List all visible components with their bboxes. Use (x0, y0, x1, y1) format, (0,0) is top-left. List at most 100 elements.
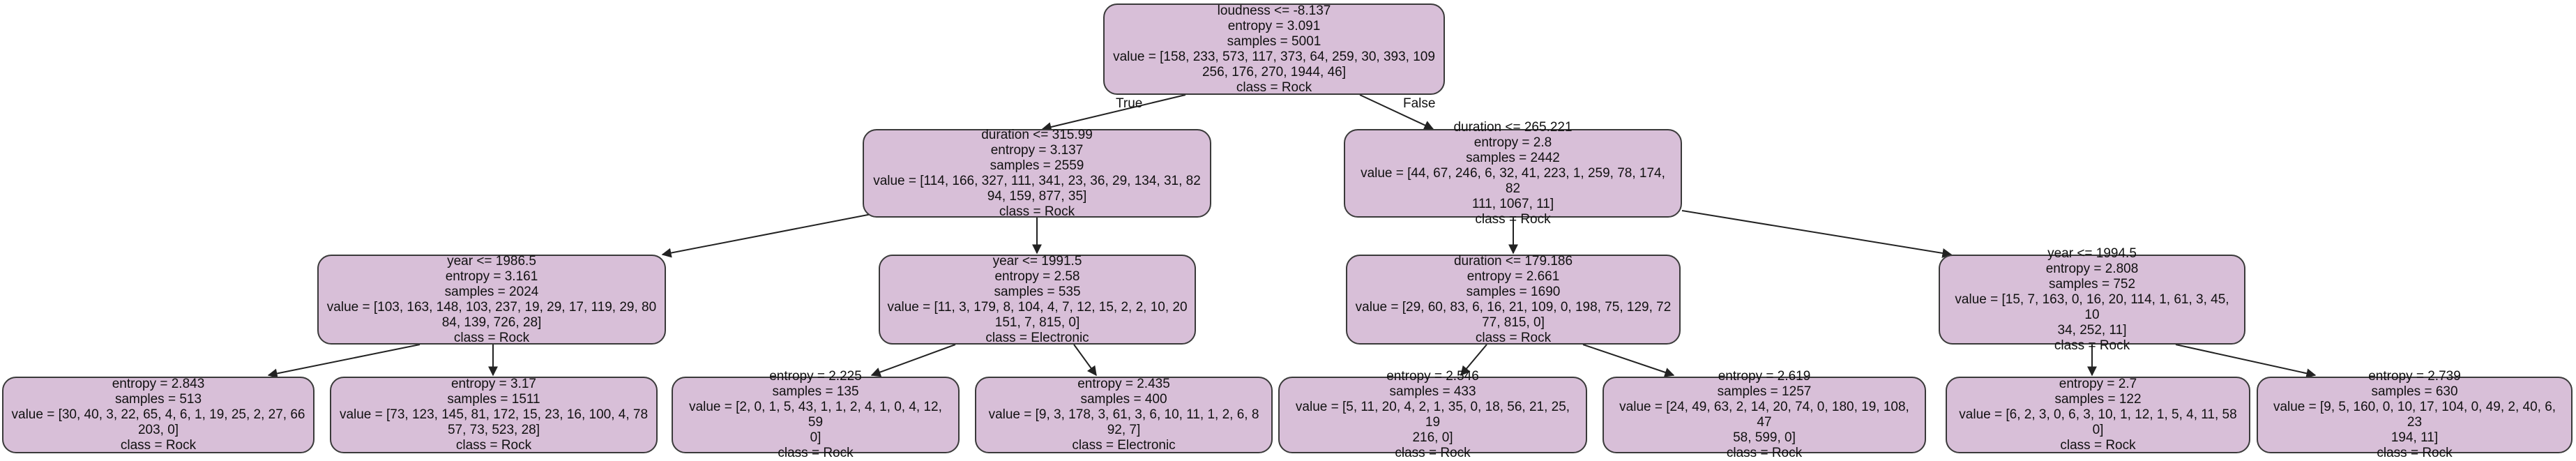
node-split: loudness <= -8.137 (1217, 3, 1331, 18)
edge-n4-l3 (870, 344, 956, 377)
tree-node-n2: duration <= 265.221 entropy = 2.8 sample… (1344, 120, 1682, 227)
node-entropy: entropy = 3.137 (990, 142, 1084, 158)
tree-leaf-l3: entropy = 2.225 samples = 135 value = [2… (672, 369, 960, 460)
node-samples: samples = 122 (2054, 392, 2142, 407)
node-class: class = Rock (2060, 438, 2136, 453)
tree-node-n3: year <= 1986.5 entropy = 3.161 samples =… (317, 253, 666, 345)
node-value: value = [2, 0, 1, 5, 43, 1, 1, 2, 4, 1, … (689, 400, 942, 430)
node-entropy: entropy = 2.435 (1077, 377, 1170, 391)
node-samples: samples = 2442 (1466, 150, 1560, 165)
node-class: class = Rock (1236, 80, 1312, 95)
node-samples: samples = 513 (114, 392, 202, 407)
node-value: value = [114, 166, 327, 111, 341, 23, 36… (873, 173, 1201, 188)
node-samples: samples = 1257 (1717, 384, 1812, 399)
node-value: value = [6, 2, 3, 0, 6, 3, 10, 1, 12, 1,… (1959, 407, 2237, 422)
node-value-cont: 84, 139, 726, 28] (441, 315, 542, 330)
node-split: year <= 1994.5 (2047, 245, 2137, 261)
node-value-cont: 34, 252, 11] (2057, 322, 2127, 338)
node-value-cont: 216, 0] (1412, 430, 1453, 445)
node-value: value = [5, 11, 20, 4, 2, 1, 35, 0, 18, … (1295, 400, 1570, 430)
node-value-cont: 256, 176, 270, 1944, 46] (1202, 64, 1346, 80)
node-samples: samples = 1511 (447, 392, 540, 407)
node-value: value = [24, 49, 63, 2, 14, 20, 74, 0, 1… (1619, 400, 1909, 430)
node-value: value = [11, 3, 179, 8, 104, 4, 7, 12, 1… (887, 299, 1188, 315)
node-value: value = [9, 3, 178, 3, 61, 3, 6, 10, 11,… (988, 407, 1259, 422)
node-entropy: entropy = 2.843 (112, 377, 205, 391)
node-samples: samples = 2024 (444, 284, 539, 299)
node-value: value = [29, 60, 83, 6, 16, 21, 109, 0, … (1355, 299, 1672, 315)
node-value: value = [9, 5, 160, 0, 10, 17, 104, 0, 4… (2273, 400, 2556, 430)
node-value-cont: 194, 11] (2391, 430, 2439, 445)
node-class: class = Rock (1475, 211, 1551, 227)
node-value-cont: 203, 0] (137, 423, 179, 437)
tree-leaf-l5: entropy = 2.546 samples = 433 value = [5… (1278, 369, 1587, 460)
tree-node-n1: duration <= 315.99 entropy = 3.137 sampl… (863, 127, 1211, 219)
node-value: value = [15, 7, 163, 0, 16, 20, 114, 1, … (1955, 292, 2229, 322)
tree-leaf-l7: entropy = 2.7 samples = 122 value = [6, … (1946, 377, 2250, 453)
edge-n2-n6 (1681, 210, 1953, 258)
node-entropy: entropy = 2.619 (1718, 369, 1811, 384)
node-value: value = [44, 67, 246, 6, 32, 41, 223, 1,… (1361, 165, 1665, 196)
tree-node-n4: year <= 1991.5 entropy = 2.58 samples = … (879, 253, 1196, 345)
node-class: class = Rock (1395, 446, 1471, 460)
edge-label-true: True (1116, 96, 1143, 111)
tree-node-n6: year <= 1994.5 entropy = 2.808 samples =… (1939, 246, 2245, 353)
node-samples: samples = 433 (1389, 384, 1476, 399)
node-samples: samples = 752 (2048, 276, 2136, 292)
node-value-cont: 0] (810, 430, 821, 445)
node-class: class = Rock (1726, 446, 1803, 460)
edge-label-false: False (1403, 96, 1436, 111)
node-class: class = Rock (453, 330, 530, 345)
node-samples: samples = 1690 (1466, 284, 1561, 299)
edge-n1-n3 (661, 212, 879, 258)
node-samples: samples = 135 (772, 384, 859, 399)
node-value: value = [73, 123, 145, 81, 172, 15, 23, … (339, 407, 649, 422)
node-samples: samples = 535 (994, 284, 1081, 299)
node-value: value = [103, 163, 148, 103, 237, 19, 29… (326, 299, 657, 315)
tree-leaf-l4: entropy = 2.435 samples = 400 value = [9… (975, 377, 1273, 453)
node-samples: samples = 2559 (990, 158, 1084, 173)
node-value-cont: 92, 7] (1107, 423, 1141, 437)
node-split: year <= 1991.5 (992, 253, 1082, 269)
edge-n5-l5 (1460, 344, 1487, 377)
node-class: class = Electronic (985, 330, 1089, 345)
node-class: class = Rock (778, 446, 854, 460)
tree-leaf-l6: entropy = 2.619 samples = 1257 value = [… (1603, 369, 1926, 460)
node-entropy: entropy = 2.661 (1467, 269, 1560, 284)
edge-n5-l6 (1582, 344, 1675, 377)
node-value: value = [30, 40, 3, 22, 65, 4, 6, 1, 19,… (11, 407, 305, 422)
node-class: class = Rock (2377, 446, 2453, 460)
node-split: duration <= 265.221 (1453, 119, 1573, 135)
node-value-cont: 0] (2092, 423, 2104, 437)
tree-leaf-l8: entropy = 2.739 samples = 630 value = [9… (2257, 369, 2573, 460)
node-entropy: entropy = 2.546 (1386, 369, 1479, 384)
node-entropy: entropy = 2.58 (994, 269, 1080, 284)
node-split: year <= 1986.5 (447, 253, 536, 269)
node-entropy: entropy = 2.225 (769, 369, 862, 384)
edge-n3-l1 (267, 344, 421, 379)
tree-node-n5: duration <= 179.186 entropy = 2.661 samp… (1346, 253, 1681, 345)
tree-leaf-l2: entropy = 3.17 samples = 1511 value = [7… (330, 377, 658, 453)
node-class: class = Electronic (1072, 438, 1176, 453)
node-class: class = Rock (455, 438, 532, 453)
node-value-cont: 151, 7, 815, 0] (994, 315, 1080, 330)
node-value-cont: 94, 159, 877, 35] (987, 188, 1087, 204)
tree-leaf-l1: entropy = 2.843 samples = 513 value = [3… (2, 377, 315, 453)
edge-root-n2 (1359, 94, 1434, 130)
node-class: class = Rock (999, 204, 1075, 219)
node-value-cont: 111, 1067, 11] (1471, 196, 1554, 211)
tree-node-root: loudness <= -8.137 entropy = 3.091 sampl… (1103, 3, 1445, 95)
node-class: class = Rock (120, 438, 197, 453)
node-entropy: entropy = 3.17 (450, 377, 536, 391)
node-entropy: entropy = 2.7 (2059, 377, 2137, 391)
node-entropy: entropy = 3.161 (445, 269, 538, 284)
node-split: duration <= 315.99 (981, 127, 1093, 142)
node-entropy: entropy = 2.739 (2368, 369, 2461, 384)
node-value: value = [158, 233, 573, 117, 373, 64, 25… (1113, 49, 1435, 64)
node-samples: samples = 400 (1080, 392, 1167, 407)
node-entropy: entropy = 2.808 (2045, 261, 2139, 276)
node-class: class = Rock (2054, 338, 2130, 353)
node-split: duration <= 179.186 (1453, 253, 1573, 269)
